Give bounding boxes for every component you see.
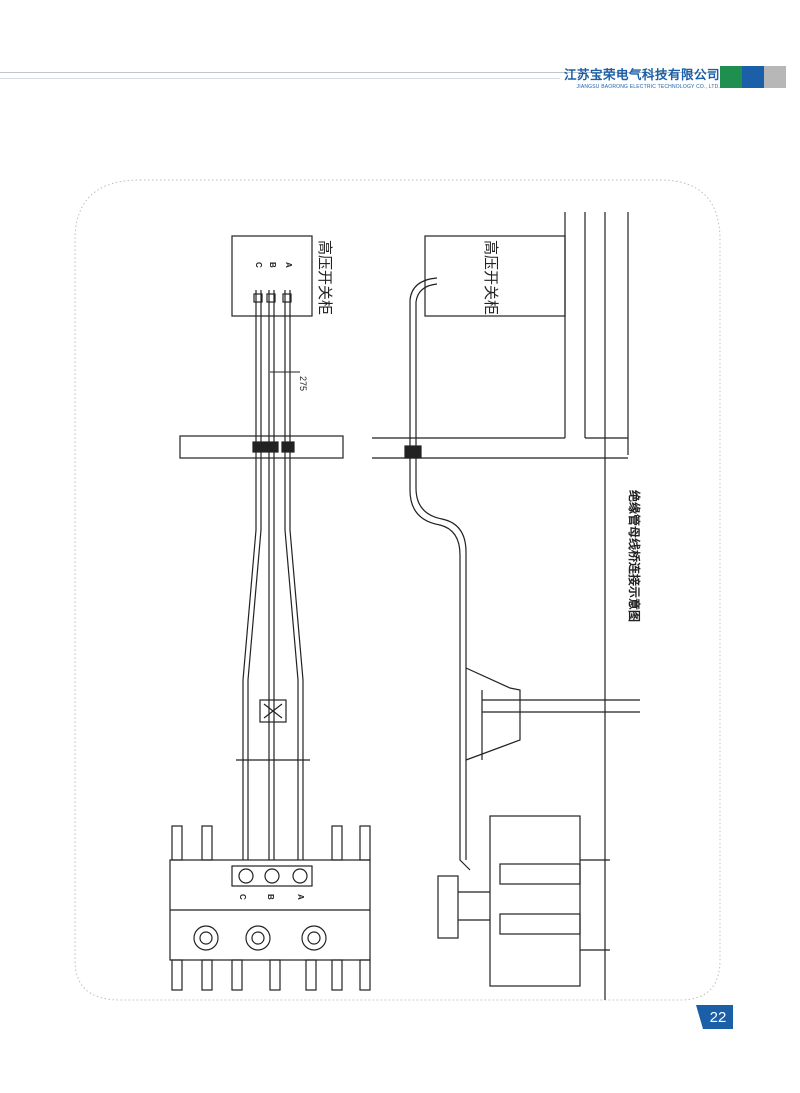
green-block [720,66,742,88]
phase-label-top-c: C [254,262,263,268]
diagram-caption: 绝缘管母线桥连接示意图 [627,490,642,622]
side-view-busbar [409,277,471,871]
bushing-b [245,925,271,951]
right-cabinet-label: 高压开关柜 [482,240,499,315]
gray-block [764,66,786,88]
phase-label-top-b: B [268,262,277,268]
header-rule-secondary [0,78,560,79]
entry-c [253,293,263,303]
busbar-a [284,290,304,860]
side-wall-clamp [404,445,422,459]
bushing-a [301,925,327,951]
radiator-fins-top [171,825,371,861]
dimension-text: 275 [298,376,308,391]
left-switchgear-cabinet [231,235,313,317]
busbar-b [268,290,275,860]
left-cabinet-label: 高压开关柜 [316,240,333,315]
bushing-c [193,925,219,951]
company-logo-text: 江苏宝荣电气科技有限公司 JIANGSU BAORONG ELECTRIC TE… [560,64,720,90]
phase-label-bottom-b: B [266,894,275,900]
blue-block [742,66,764,88]
right-switchgear-cabinet [424,235,566,317]
page-number: 22 [709,1008,727,1026]
radiator-fins-bottom [171,959,371,991]
page-number-tab-corner [696,1005,703,1029]
terminal-box [231,865,313,887]
company-name-cn: 江苏宝荣电气科技有限公司 [563,68,720,82]
building-walls [372,212,640,1000]
entry-b [266,293,276,303]
busbar-support-box [259,699,287,723]
terminal-a [292,868,308,884]
side-coil-lower [499,913,581,935]
header-rule [0,72,715,73]
wall-clamp-c [252,441,266,453]
side-terminal-box [437,875,459,939]
phase-label-bottom-a: A [296,894,305,900]
transformer-side-body [489,815,581,987]
terminal-b [264,868,280,884]
phase-label-bottom-c: C [238,894,247,900]
wall-clamp-b [265,441,279,453]
company-name-en: JIANGSU BAORONG ELECTRIC TECHNOLOGY CO.,… [576,84,720,90]
entry-a [282,293,292,303]
terminal-c [238,868,254,884]
busbar-c [242,290,262,860]
side-bracket [465,667,521,761]
side-coil-upper [499,863,581,885]
phase-label-top-a: A [284,262,293,268]
header-color-blocks [720,66,786,88]
page-number-tab [703,1005,733,1029]
dotted-frame [74,179,721,1001]
wall-clamp-a [281,441,295,453]
